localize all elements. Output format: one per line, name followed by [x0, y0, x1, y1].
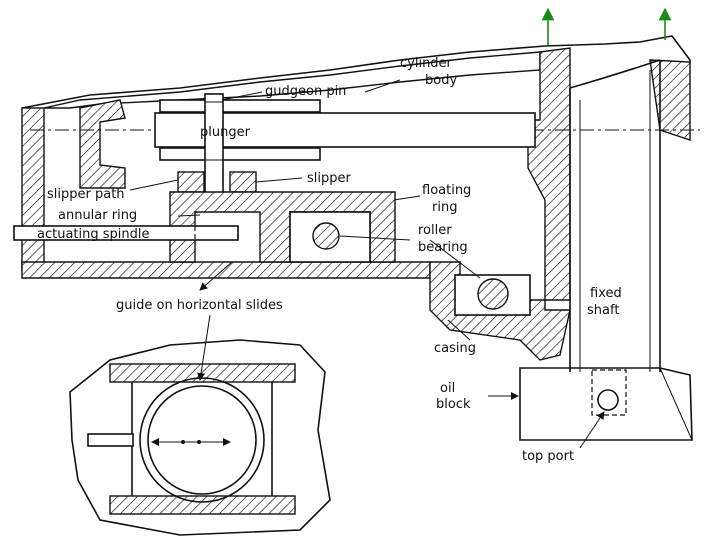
label-casing: casing [434, 341, 476, 356]
label-oil: oil [440, 381, 455, 396]
label-slipper-path: slipper path [47, 187, 125, 202]
slippers [177, 171, 257, 193]
fixed-shaft [569, 59, 661, 372]
oil-block [519, 367, 693, 441]
label-shaft: shaft [587, 303, 619, 318]
label-block: block [436, 397, 471, 412]
label-ring: ring [432, 200, 457, 215]
leader-lines [129, 79, 605, 449]
roller-bearing-upper [312, 222, 340, 250]
label-gudgeon-pin: gudgeon pin [265, 84, 346, 99]
label-bearing: bearing [418, 240, 468, 255]
label-body: body [425, 73, 457, 88]
roller-bearing-lower [454, 274, 531, 316]
label-floating: floating [422, 183, 471, 198]
actuating-spindle[interactable] [13, 225, 239, 241]
label-annular-ring: annular ring [58, 208, 137, 223]
gudgeon-pin [204, 93, 224, 195]
label-cylinder: cylinder [400, 56, 453, 71]
label-roller: roller [418, 223, 452, 238]
label-fixed: fixed [590, 286, 622, 301]
label-plunger: plunger [200, 125, 251, 140]
guide-detail [69, 339, 331, 536]
label-guide: guide on horizontal slides [116, 298, 283, 313]
label-actuating-spindle: actuating spindle [37, 227, 150, 242]
label-slipper: slipper [307, 171, 351, 186]
label-top-port: top port [522, 449, 574, 464]
